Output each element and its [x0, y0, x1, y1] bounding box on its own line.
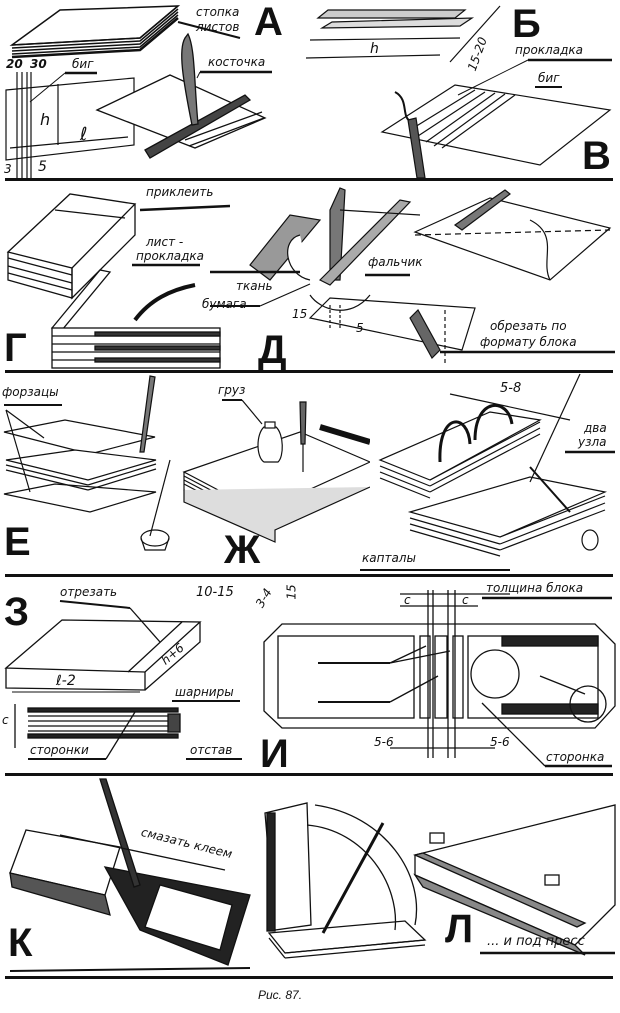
sewing-drawing — [360, 373, 615, 571]
dim-c-i-1: c — [404, 593, 411, 607]
label-fabric: ткань — [236, 279, 273, 293]
panel-letter-g: Г — [4, 326, 27, 370]
divider-row-2 — [5, 370, 613, 373]
label-press: ... и под пресс — [487, 934, 585, 949]
dim-10-15: 10-15 — [196, 585, 234, 600]
label-trim-1: обрезать по — [490, 319, 567, 333]
label-endpapers: форзацы — [2, 385, 59, 399]
panel-e-drawing — [3, 375, 171, 551]
label-two-knots-1: два — [584, 421, 607, 435]
panel-z: З отрезать 10-15 ℓ-2 h+6 шарниры c сторо… — [0, 576, 250, 773]
panel-letter-l: Л — [445, 907, 474, 951]
book-block-illustration — [6, 193, 230, 369]
paper-stack-illustration — [9, 5, 241, 59]
dim-5-d: 5 — [356, 321, 364, 335]
weight-press-illustration — [182, 399, 370, 543]
label-bone-folder: косточка — [208, 55, 266, 69]
panel-g-drawing — [6, 193, 230, 369]
dim-h-b: h — [370, 41, 379, 57]
panel-k: смазать клеем К — [0, 775, 255, 975]
panel-d: ткань бумага фальчик обрезать по формату… — [200, 180, 620, 370]
dim-20: 20 — [6, 57, 23, 71]
label-stack-line1: стопка — [196, 5, 240, 19]
label-cut-off: отрезать — [60, 585, 118, 599]
sheet-dimension-illustration — [5, 71, 135, 178]
dim-5-6-1: 5-6 — [374, 735, 394, 749]
panel-letter-zh: Ж — [224, 528, 261, 572]
label-stack-line2: листов — [196, 20, 240, 34]
panel-z-drawing — [4, 600, 242, 760]
label-headbands: каптaлы — [362, 551, 416, 565]
dim-l-2: ℓ-2 — [56, 673, 76, 689]
panel-k-drawing — [9, 778, 251, 972]
panel-letter-k: К — [8, 921, 33, 965]
cover-board-illustration — [4, 600, 242, 760]
dim-30: 30 — [30, 57, 47, 71]
divider-row-3 — [5, 574, 613, 577]
label-boards: сторонки — [30, 743, 89, 757]
dim-h-a: h — [40, 110, 51, 129]
label-board: сторонка — [546, 750, 605, 764]
label-block-thickness: толщина блока — [486, 581, 584, 595]
divider-row-4 — [5, 773, 613, 776]
label-spacer-sheet-2: прокладка — [136, 249, 204, 263]
label-folder: фальчик — [368, 255, 423, 269]
panel-letter-e: Е — [4, 520, 31, 564]
panel-letter-v: В — [582, 134, 611, 178]
panel-letter-b: Б — [512, 2, 541, 46]
panel-l-drawing — [264, 802, 616, 959]
sewing-headband-illustration — [360, 373, 615, 571]
panel-zh: груз Ж — [180, 372, 370, 572]
dim-c-z: c — [2, 713, 9, 727]
label-spacer-sheet-1: лист - — [146, 235, 184, 249]
folding-illustration-v — [380, 58, 612, 178]
label-trim-2: формату блока — [480, 335, 577, 349]
panel-letter-d: Д — [258, 328, 287, 372]
dim-c-i-2: c — [462, 593, 469, 607]
label-fold-line-v: биг — [538, 71, 560, 85]
label-hinges: шарниры — [175, 685, 234, 699]
label-two-knots-2: узла — [578, 435, 607, 449]
panel-i: 3-4 15 c c толщина блока 5-6 5-6 сторонк… — [250, 576, 620, 776]
panel-a: стопка листов А биг косточка 20 30 h ℓ 3… — [0, 0, 300, 178]
label-paper: бумага — [202, 297, 247, 311]
divider-row-5 — [5, 976, 613, 979]
panel-d-drawing — [210, 187, 615, 365]
case-layout-illustration — [263, 590, 616, 768]
panel-b-v-drawing — [305, 5, 612, 178]
endpaper-illustration — [3, 375, 171, 551]
panel-letter-z: З — [4, 590, 30, 634]
dim-5-a: 5 — [38, 159, 47, 175]
label-weight: груз — [218, 383, 246, 397]
figure-caption: Рис. 87. — [258, 988, 303, 1002]
panel-a-drawing — [5, 5, 272, 178]
dim-15-d: 15 — [292, 307, 308, 321]
panel-letter-i: И — [260, 732, 289, 776]
panel-zh-drawing — [182, 399, 370, 543]
dim-5-6-2: 5-6 — [490, 735, 510, 749]
panel-i-drawing — [263, 590, 616, 768]
fabric-paper-illustration — [210, 187, 615, 365]
dim-15-i: 15 — [284, 584, 299, 600]
label-glue: приклеить — [146, 185, 214, 199]
panel-sewing: 5-8 два узла каптaлы — [360, 372, 620, 572]
label-fold-line-a: биг — [72, 57, 94, 71]
dim-3: 3 — [4, 162, 12, 176]
panel-l: Л ... и под пресс — [255, 775, 620, 975]
divider-row-1 — [5, 178, 613, 181]
press-illustration — [264, 802, 616, 959]
strip-illustration-b — [305, 5, 501, 63]
panel-g: приклеить лист - прокладка Г — [0, 180, 230, 370]
panel-letter-a: А — [254, 0, 283, 44]
panel-e: форзацы Е — [0, 372, 180, 572]
label-spacer: прокладка — [515, 43, 583, 57]
dim-l-a: ℓ — [80, 124, 88, 145]
bone-folder-illustration — [95, 32, 272, 159]
glue-case-illustration — [9, 778, 251, 972]
panel-b-v: Б h 15-20 прокладка биг В — [300, 0, 620, 178]
dim-5-8: 5-8 — [500, 381, 522, 396]
label-spine: отстав — [190, 743, 233, 757]
